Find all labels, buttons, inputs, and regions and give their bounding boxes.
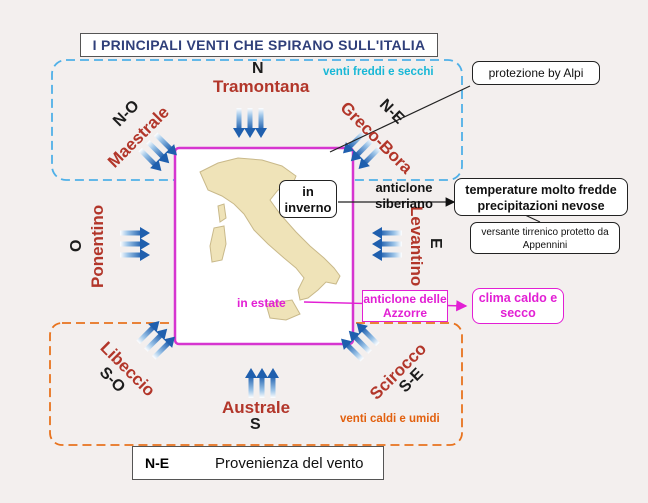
wind-tramontana: Tramontana xyxy=(213,77,310,96)
connector-alps xyxy=(329,85,471,153)
arrows-south xyxy=(245,368,279,398)
corsica-shape xyxy=(217,203,227,223)
arrows-east xyxy=(372,227,402,261)
label-summer: in estate xyxy=(237,296,286,310)
italy-map-shape xyxy=(199,157,341,301)
callout-alps: protezione by Alpi xyxy=(472,61,600,85)
arrows-north xyxy=(233,108,267,138)
warm-zone-outline xyxy=(49,322,463,446)
warm-zone-label: venti caldi e umidi xyxy=(340,413,440,425)
callout-tyrrhenian: versante tirrenico protetto da Appennini xyxy=(470,222,620,254)
diagram-title: I PRINCIPALI VENTI CHE SPIRANO SULL'ITAL… xyxy=(80,33,438,57)
callout-hot-dry: clima caldo e secco xyxy=(472,288,564,324)
callout-cold-temps: temperature molto fredde precipitazioni … xyxy=(454,178,628,216)
dir-south: S xyxy=(250,416,261,433)
connector-tyrrhenian xyxy=(524,214,541,223)
cold-zone-label: venti freddi e secchi xyxy=(323,66,434,78)
callout-azores: anticlone delle Azzorre xyxy=(362,290,448,322)
legend-text: Provenienza del vento xyxy=(215,454,364,472)
legend: N-E Provenienza del vento xyxy=(132,446,384,480)
callout-winter: in inverno xyxy=(279,180,337,218)
arrows-west xyxy=(120,227,150,261)
wind-levantino: Levantino xyxy=(407,206,426,287)
legend-dir: N-E xyxy=(145,455,170,471)
sardinia-shape xyxy=(209,225,227,263)
sicily-shape xyxy=(265,299,301,321)
label-siberian: anticlone siberiano xyxy=(375,180,433,211)
wind-ponentino: Ponentino xyxy=(88,204,107,288)
dir-north: N xyxy=(252,60,264,77)
wind-australe: Australe xyxy=(222,398,291,417)
dir-west: O xyxy=(68,239,85,252)
dir-east: E xyxy=(427,238,444,249)
